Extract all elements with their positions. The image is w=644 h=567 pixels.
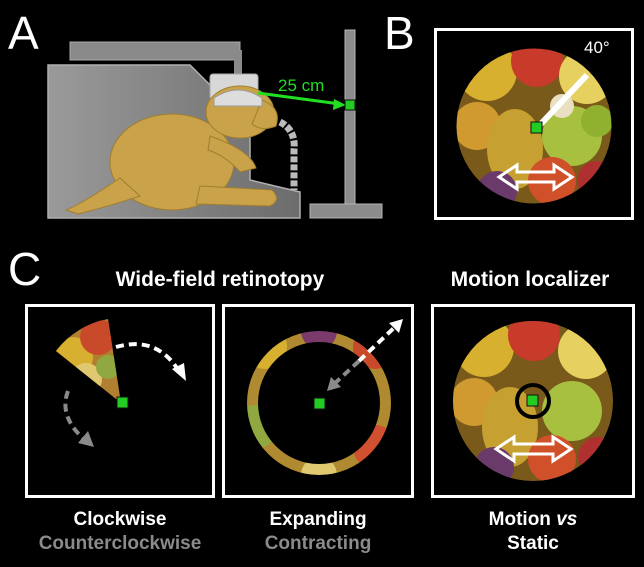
caption-clockwise: Clockwise — [73, 509, 167, 530]
central-mask-ring — [515, 383, 551, 419]
horizontal-double-arrow — [496, 162, 575, 192]
distance-label: 25 cm — [278, 76, 325, 95]
expanding-arrow — [357, 323, 399, 363]
gaze-beam-arrowhead — [333, 99, 346, 110]
panel-c-letter: C — [8, 243, 42, 295]
eccentricity-label: 40° — [584, 38, 610, 57]
panel-b-stimulus-frame — [434, 28, 634, 220]
motion-localizer-stimulus — [453, 321, 613, 481]
chair-top-bar — [69, 41, 241, 61]
expanding-ring-stimulus — [225, 307, 411, 495]
counterclockwise-arrow — [63, 390, 88, 443]
screen-base — [309, 203, 383, 219]
clockwise-arrow — [115, 342, 182, 375]
caption-counterclockwise: Counterclockwise — [38, 533, 202, 554]
panel-a-letter: A — [8, 7, 39, 59]
horizontal-double-arrow-motion — [493, 434, 574, 464]
screen-pole — [344, 29, 356, 209]
rotating-wedge-stimulus — [56, 319, 186, 447]
juice-tube — [278, 118, 298, 190]
caption-vs-word: vs — [556, 509, 578, 530]
fixation-point-a — [344, 99, 356, 111]
expanding-ring-frame — [222, 304, 414, 498]
heading-motion-localizer: Motion localizer — [450, 268, 610, 291]
rotating-wedge-frame — [25, 304, 215, 498]
caption-static: Static — [507, 533, 559, 554]
caption-contracting: Contracting — [264, 533, 372, 554]
motion-localizer-frame — [431, 304, 635, 498]
eccentricity-radius-line — [534, 72, 590, 131]
fruit-image-disk — [455, 47, 613, 205]
head-post-helmet — [213, 89, 263, 107]
contracting-arrow — [331, 359, 361, 387]
fixation-point-wedge — [116, 396, 129, 409]
fixation-point-motion — [526, 394, 539, 407]
gaze-beam — [257, 91, 341, 106]
caption-motion-vs: Motion vs — [433, 508, 633, 532]
chair-post — [234, 50, 242, 78]
panel-b-letter: B — [384, 7, 415, 59]
caption-motion-word: Motion — [488, 509, 557, 530]
fixation-point-ring — [313, 397, 326, 410]
caption-expanding: Expanding — [269, 509, 367, 530]
fixation-point-b — [530, 121, 543, 134]
heading-wide-field-retinotopy: Wide-field retinotopy — [115, 268, 325, 291]
panel-a-setup-illustration — [47, 29, 383, 219]
